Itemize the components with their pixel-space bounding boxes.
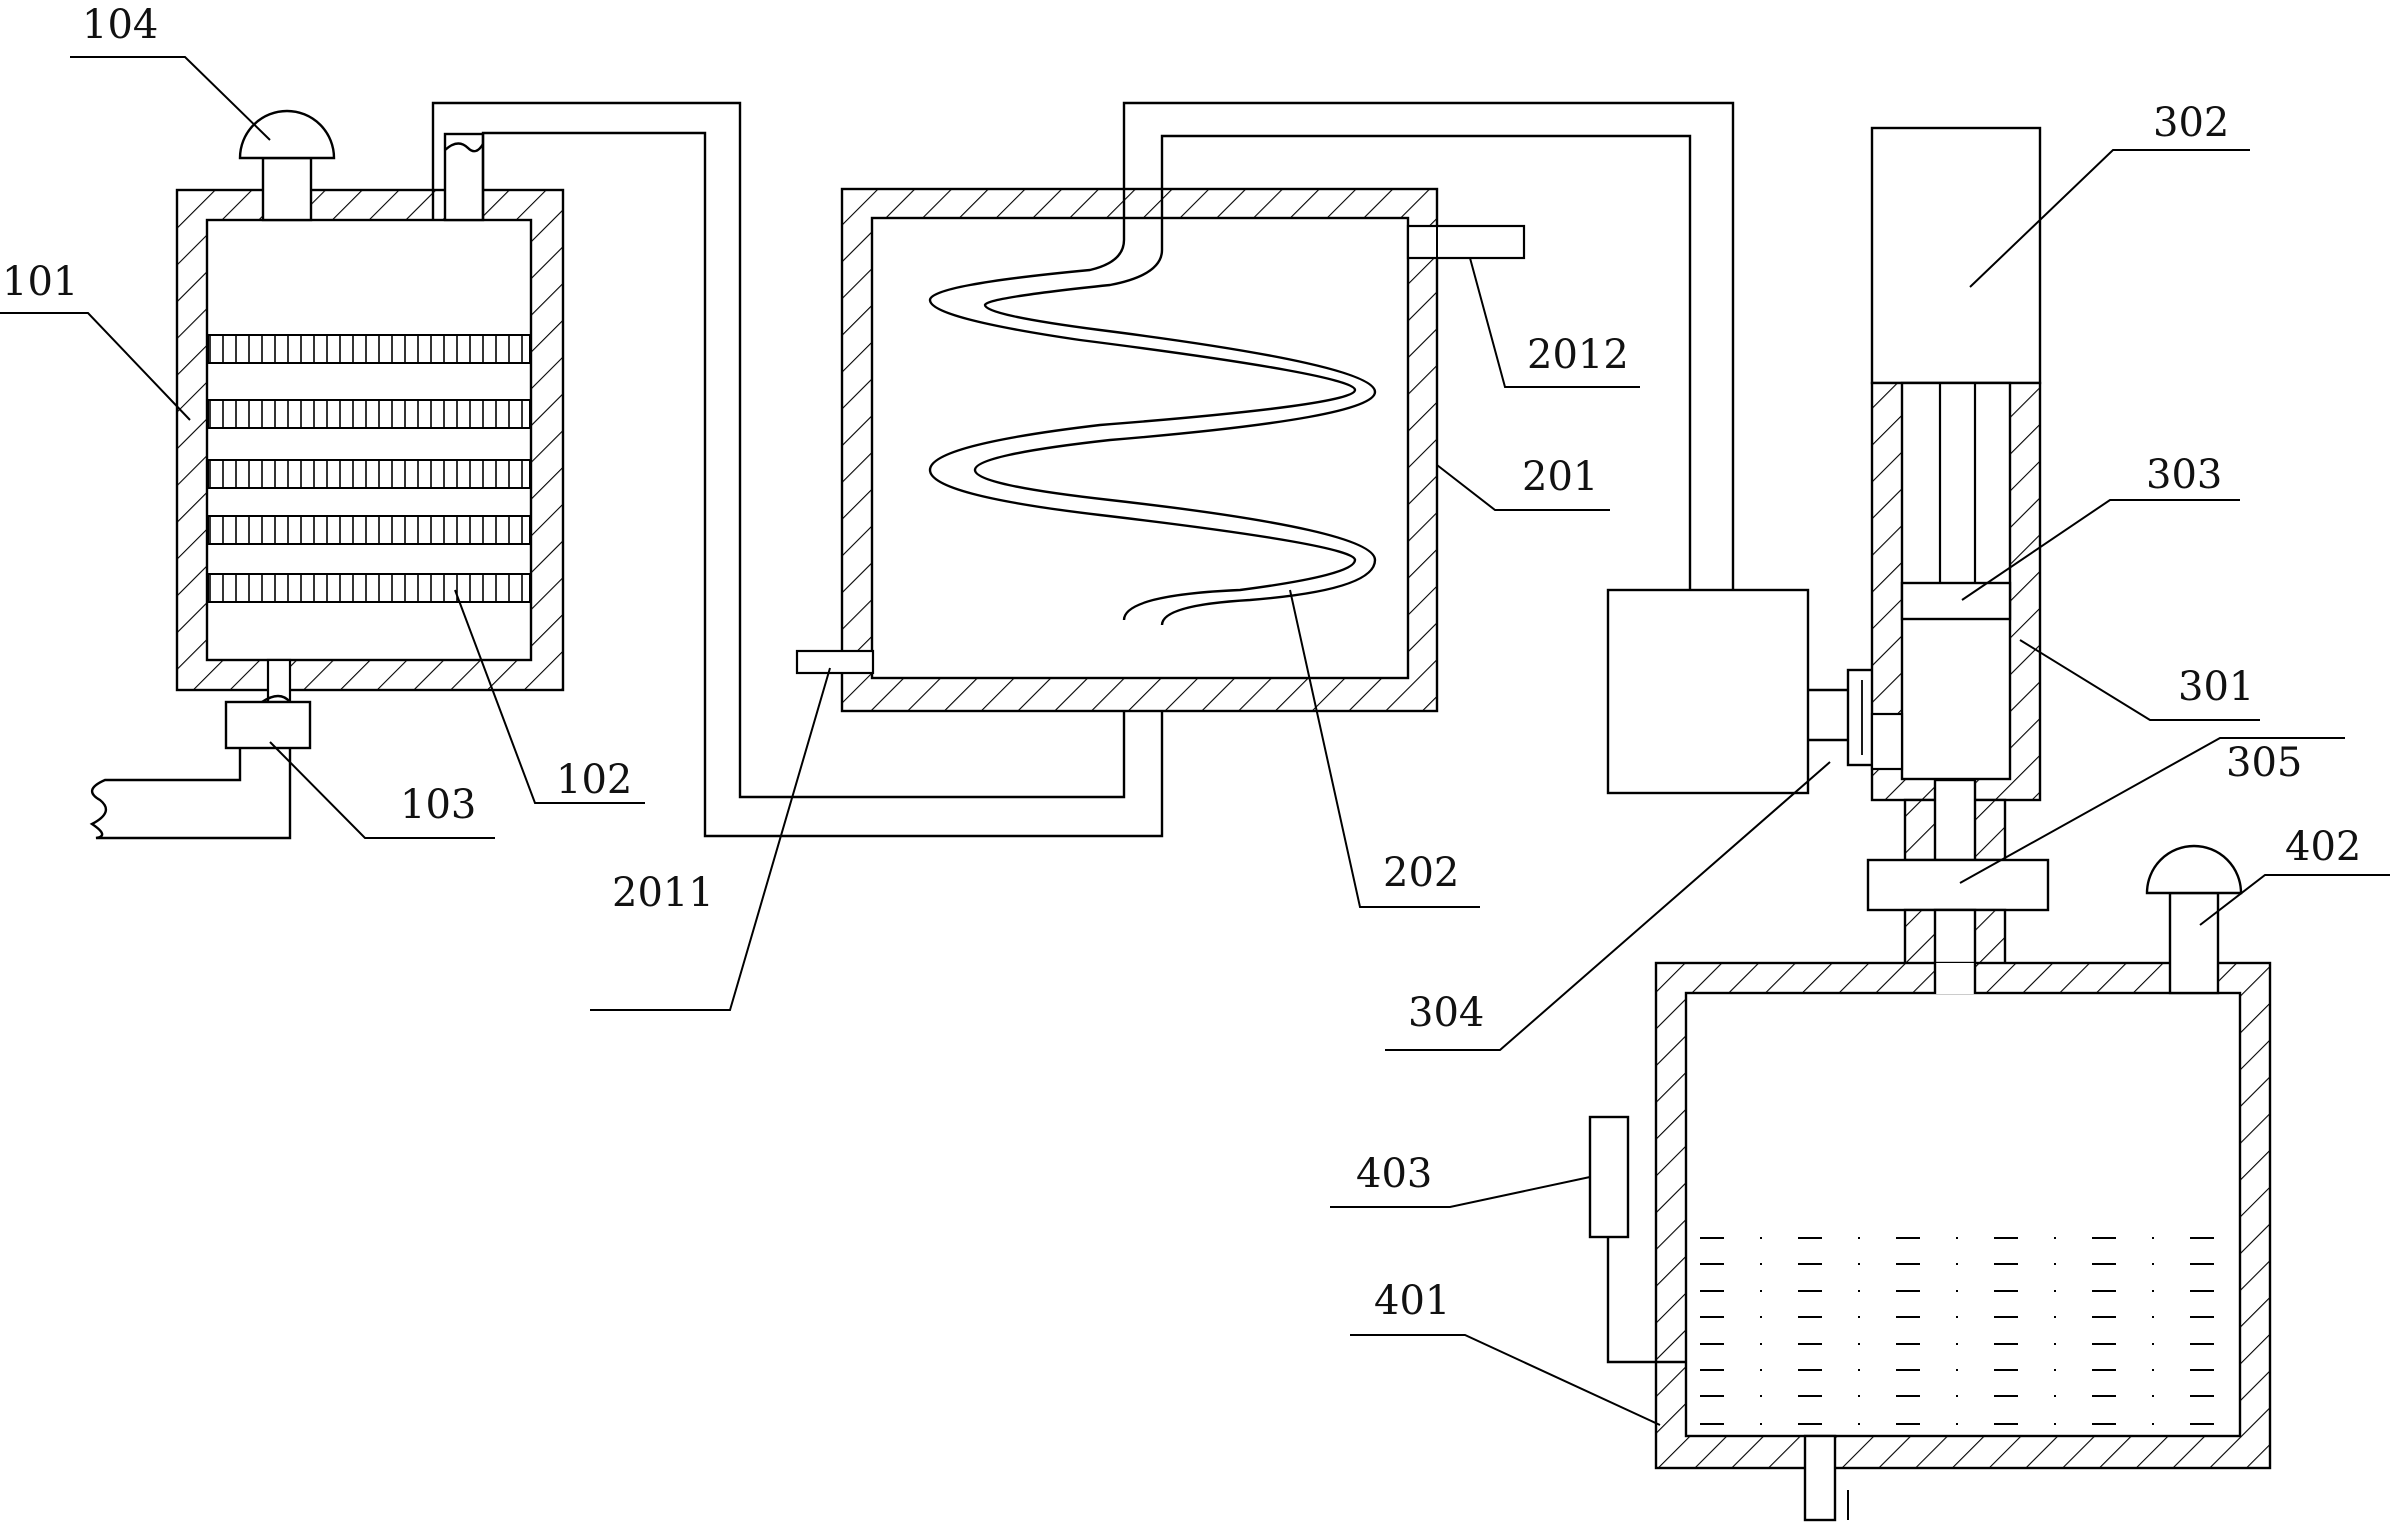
condenser xyxy=(795,101,1735,713)
tank-chamber xyxy=(1684,991,2242,1438)
label-402: 402 xyxy=(2285,824,2361,870)
coil-202 xyxy=(928,189,1377,626)
label-103: 103 xyxy=(400,782,476,828)
cylinder xyxy=(1866,126,2050,992)
label-303: 303 xyxy=(2146,452,2222,498)
label-102: 102 xyxy=(556,757,632,803)
filter-tower xyxy=(89,109,565,840)
inlet-2011 xyxy=(795,649,875,675)
label-304: 304 xyxy=(1408,990,1484,1036)
motor-302 xyxy=(1870,126,2042,385)
label-2011: 2011 xyxy=(612,870,714,916)
condenser-chamber xyxy=(870,216,1410,680)
label-104: 104 xyxy=(82,2,158,48)
collection-tank xyxy=(1588,844,2272,1522)
label-2012: 2012 xyxy=(1527,332,1629,378)
label-201: 201 xyxy=(1522,454,1598,500)
piston-303 xyxy=(1900,581,2012,621)
label-401: 401 xyxy=(1374,1278,1450,1324)
filter-layers xyxy=(207,334,531,603)
pump-box xyxy=(1606,588,1890,795)
label-301: 301 xyxy=(2178,664,2254,710)
vent-cap xyxy=(238,109,336,222)
leader-lines xyxy=(0,56,2390,1426)
label-101: 101 xyxy=(2,259,78,305)
valve-305 xyxy=(1866,858,2050,912)
bottom-valve xyxy=(89,658,312,840)
level-gauge-403 xyxy=(1588,1115,1630,1239)
label-202: 202 xyxy=(1383,850,1459,896)
outlet-2012 xyxy=(1406,224,1526,260)
label-302: 302 xyxy=(2153,100,2229,146)
cylinder-bore xyxy=(1900,381,2012,781)
label-403: 403 xyxy=(1356,1151,1432,1197)
drain-pipe xyxy=(1803,1434,1837,1522)
label-305: 305 xyxy=(2226,740,2302,786)
tank-vent-402 xyxy=(2145,844,2243,995)
reference-labels: 104 101 102 103 2011 2012 201 202 302 30… xyxy=(2,2,2361,1324)
